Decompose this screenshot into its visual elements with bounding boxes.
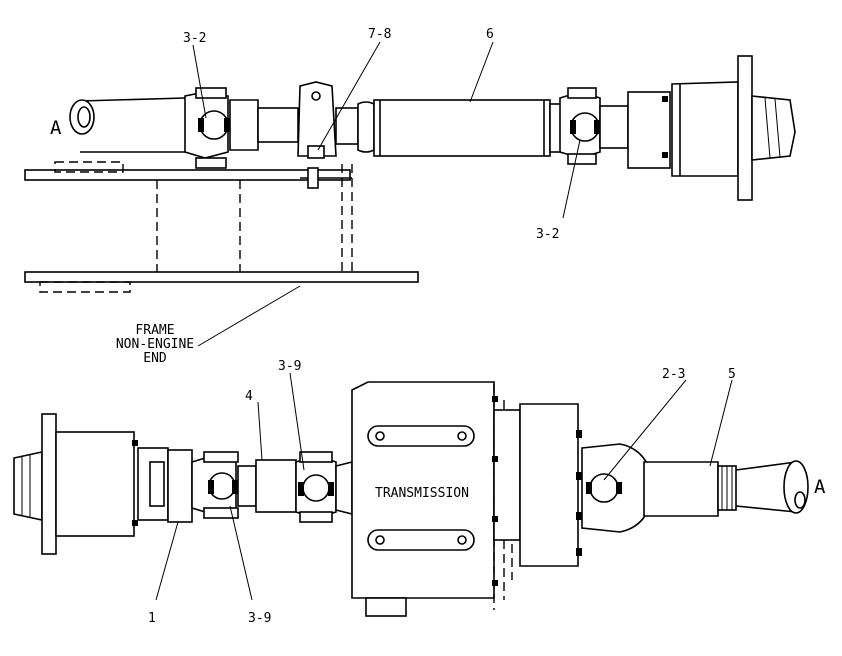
callout-2-3: 2-3 (662, 367, 685, 382)
frame-label-line1: FRAME (135, 323, 174, 338)
bottom-stub-shaft (717, 460, 809, 514)
marker-a-top: A (50, 117, 62, 139)
bottom-left-universal-joint (191, 451, 257, 519)
top-right-universal-joint (559, 87, 629, 165)
bottom-short-shaft (255, 459, 297, 513)
callout-6: 6 (486, 27, 494, 42)
top-main-tube (357, 99, 571, 157)
top-leader-lines (192, 41, 581, 347)
transmission-housing (351, 381, 521, 617)
callout-7-8: 7-8 (368, 27, 391, 42)
callout-3-2-top-right: 3-2 (536, 227, 559, 242)
top-assembly: 3-2 7-8 6 3-2 A FRAME NON-ENGINE END (24, 27, 796, 366)
bottom-input-flange (13, 413, 193, 555)
bottom-leader-lines (155, 372, 733, 601)
bottom-right-universal-joint (295, 451, 353, 523)
top-left-universal-joint (184, 87, 299, 169)
top-center-bearing (297, 81, 359, 159)
callout-5: 5 (728, 367, 736, 382)
bottom-assembly: 3-9 4 2-3 5 1 3-9 A TRANSMISSION (13, 359, 826, 626)
frame-label-line3: END (143, 351, 167, 366)
callout-3-9-bottom: 3-9 (248, 611, 271, 626)
top-shaft-end (69, 97, 186, 153)
bottom-output-yoke (519, 403, 719, 567)
top-output-flange (627, 55, 796, 201)
frame-label-line2: NON-ENGINE (116, 337, 194, 352)
callout-3-9-top: 3-9 (278, 359, 301, 374)
frame-non-engine-end (24, 161, 419, 293)
marker-a-bottom: A (814, 476, 826, 498)
callout-4: 4 (245, 389, 253, 404)
callout-1: 1 (148, 611, 156, 626)
callout-3-2-top-left: 3-2 (183, 31, 206, 46)
transmission-label: TRANSMISSION (375, 486, 469, 501)
